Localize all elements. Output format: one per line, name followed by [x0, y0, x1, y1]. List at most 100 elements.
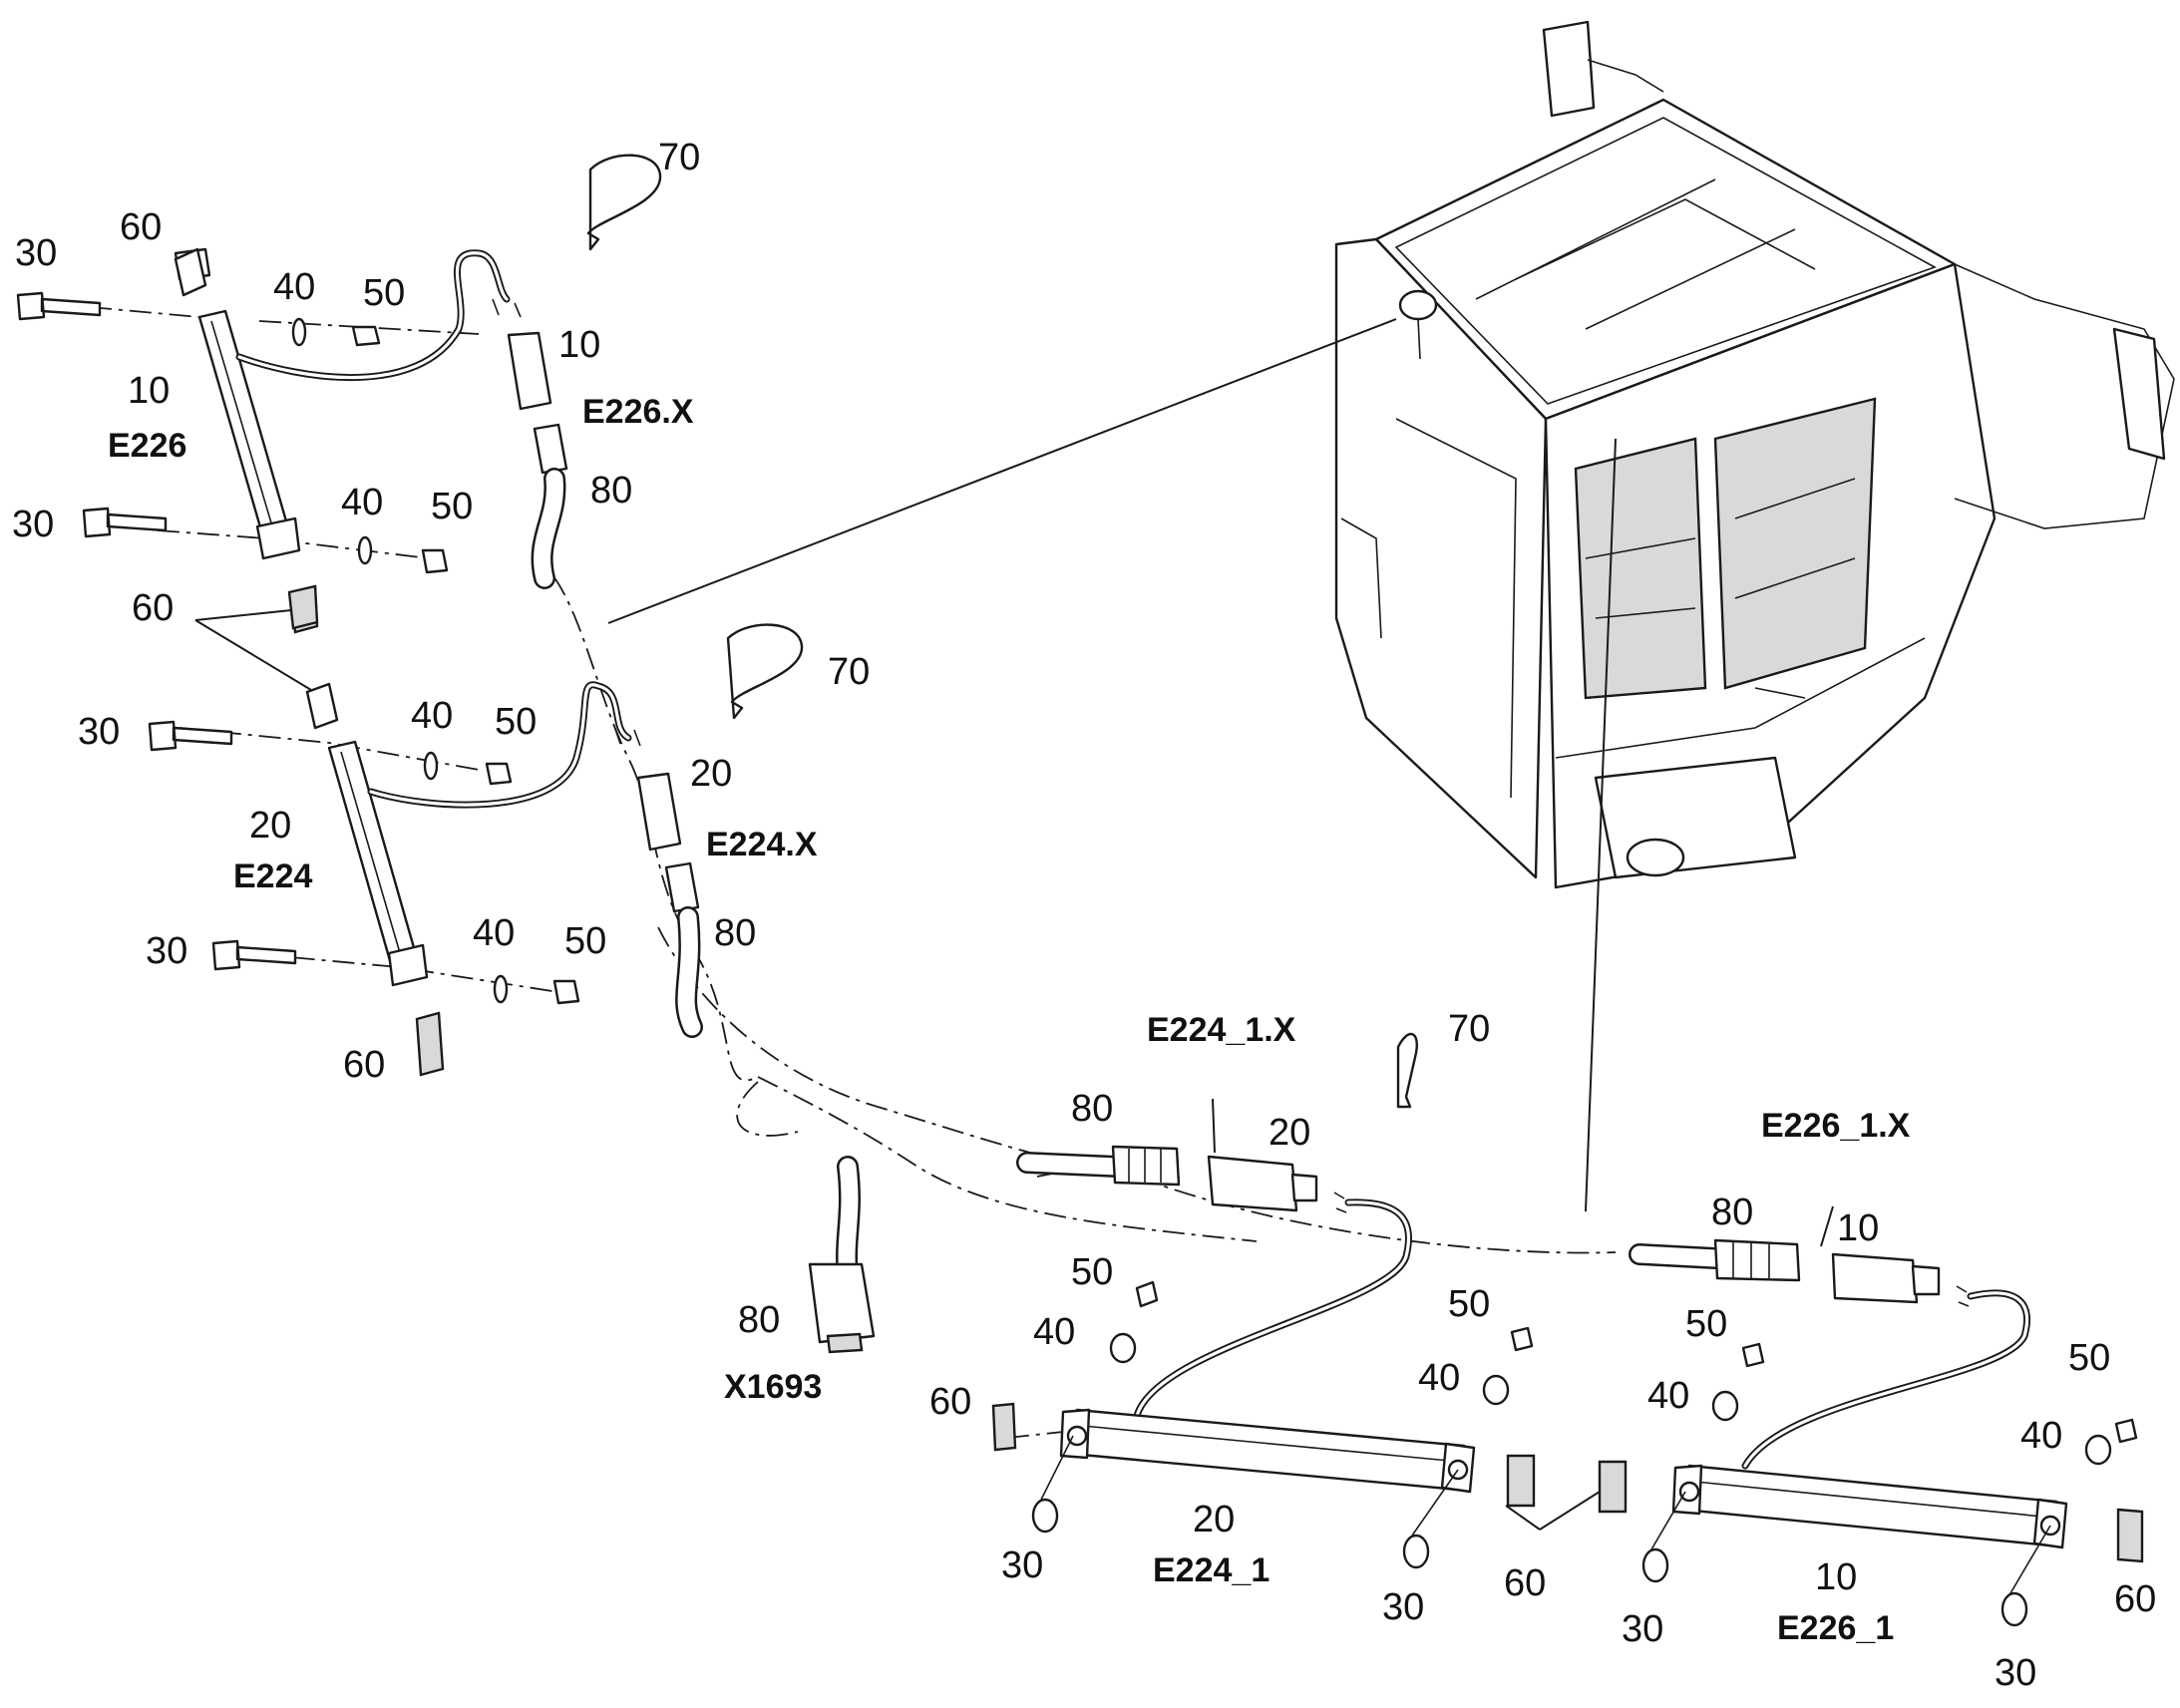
label-80: 80 [1711, 1192, 1753, 1233]
light-bar-e226-assembly [16, 154, 662, 634]
label-50: 50 [2068, 1337, 2110, 1379]
nut-50-d [552, 979, 580, 1005]
label-40: 40 [1418, 1357, 1460, 1399]
connector-10-female [1831, 1252, 1919, 1304]
label-20: 20 [1193, 1499, 1235, 1540]
label-40: 40 [473, 912, 515, 954]
washer-40-f [1482, 1374, 1510, 1406]
nut-50-b [421, 548, 449, 574]
label-10: 10 [128, 370, 170, 412]
bolt-30-e [1031, 1498, 1059, 1534]
nut-50-f [1510, 1326, 1534, 1352]
label-50: 50 [363, 272, 405, 314]
ref-e224-1x: E224_1.X [1147, 1011, 1296, 1049]
connector-e226-1x-assembly [1629, 1238, 2031, 1470]
callout-labels: 30 60 40 50 70 10 E226.X 10 E226 80 30 4… [12, 137, 2156, 1694]
ref-x1693: X1693 [724, 1368, 822, 1406]
label-40: 40 [1647, 1375, 1689, 1417]
label-20: 20 [690, 753, 732, 795]
washer-40-d [493, 974, 509, 1004]
bolt-30-b [82, 507, 168, 538]
light-bar-e226-1-assembly [1598, 1342, 2144, 1627]
label-40: 40 [2020, 1415, 2062, 1457]
ref-e226: E226 [108, 427, 186, 465]
washer-40-a [291, 317, 307, 347]
ref-e224-1: E224_1 [1153, 1551, 1270, 1589]
cable-tie-70-upper [586, 154, 662, 251]
cable-tie-70-lower [1396, 1033, 1418, 1109]
end-cap-60-e224-1-left [991, 1402, 1017, 1452]
label-80: 80 [738, 1299, 780, 1341]
label-30: 30 [78, 711, 120, 753]
label-60: 60 [343, 1044, 385, 1086]
ref-e224: E224 [233, 857, 312, 895]
connector-e226x [507, 331, 552, 411]
bolt-30-h [2000, 1591, 2028, 1627]
label-80: 80 [590, 470, 632, 512]
label-60: 60 [120, 206, 162, 248]
label-60: 60 [929, 1381, 971, 1423]
light-bar-e224-1-assembly [991, 1280, 1536, 1569]
ref-e226-1x: E226_1.X [1761, 1107, 1911, 1145]
washer-40-h [2084, 1434, 2112, 1466]
label-50: 50 [1071, 1251, 1113, 1293]
label-50: 50 [1685, 1303, 1727, 1345]
plug-x1693 [808, 1262, 876, 1344]
nut-50-a [351, 325, 381, 347]
end-cap-lower [415, 1011, 445, 1077]
connector-body-80-mid [664, 861, 700, 913]
label-30: 30 [1001, 1544, 1043, 1586]
label-50: 50 [431, 486, 473, 527]
nut-50-g [1741, 1342, 1765, 1368]
label-30: 30 [15, 232, 57, 274]
light-bar-e224-assembly [148, 584, 804, 1077]
label-40: 40 [411, 695, 453, 737]
bolt-30-c [148, 720, 233, 752]
label-70: 70 [658, 137, 700, 178]
leader-cab-to-lower-lights [1585, 438, 1617, 1212]
washer-40-b [357, 535, 373, 565]
cab-illustration [1334, 20, 2175, 889]
label-20: 20 [1269, 1112, 1310, 1154]
ref-e226x: E226.X [582, 393, 694, 431]
label-30: 30 [1622, 1608, 1663, 1650]
bolt-30-d [211, 939, 297, 971]
label-80: 80 [714, 912, 756, 954]
connector-20-female [1207, 1155, 1298, 1212]
label-40: 40 [341, 482, 383, 523]
light-bar-e226-1 [1681, 1464, 2058, 1547]
washer-40-e [1109, 1332, 1137, 1364]
label-20: 20 [249, 805, 291, 847]
label-30: 30 [1382, 1586, 1424, 1628]
label-70: 70 [828, 651, 870, 693]
light-bar-e224-1 [1069, 1408, 1466, 1492]
label-50: 50 [495, 701, 537, 743]
ref-e224x: E224.X [706, 826, 818, 863]
nut-50-e [1135, 1280, 1159, 1308]
bolt-30-f [1402, 1534, 1430, 1569]
label-40: 40 [1033, 1311, 1075, 1353]
light-bar-e224 [327, 740, 421, 973]
bolt-30-g [1641, 1547, 1669, 1583]
washer-40-c [423, 751, 439, 781]
connector-e224x [636, 772, 682, 852]
label-10: 10 [558, 324, 600, 366]
label-60: 60 [1504, 1562, 1546, 1604]
label-60: 60 [2114, 1578, 2156, 1620]
plug-x1693-assembly [808, 1156, 876, 1354]
label-10: 10 [1837, 1207, 1879, 1249]
washer-40-g [1711, 1390, 1739, 1422]
end-cap-60-e226-1-left [1598, 1460, 1628, 1514]
light-bar-e226 [197, 309, 293, 546]
cable-tie-70-mid [726, 623, 804, 720]
end-cap-60-e224-1-right [1506, 1454, 1536, 1508]
bolt-30-a [16, 291, 102, 321]
label-60: 60 [132, 587, 174, 629]
connector-e224-1x-male [1111, 1145, 1181, 1187]
label-50: 50 [1448, 1283, 1490, 1325]
leader-cab-to-upper-lights [607, 318, 1397, 624]
nut-50-c [485, 762, 513, 786]
label-30: 30 [12, 504, 54, 545]
